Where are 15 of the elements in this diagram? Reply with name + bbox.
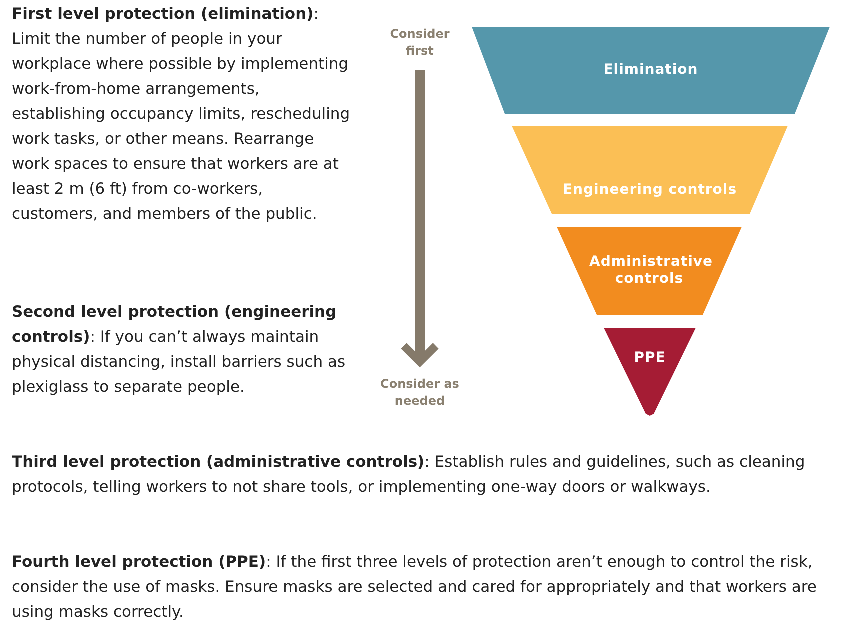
priority-label: Consider first — [384, 26, 456, 62]
pyramid-level — [557, 227, 742, 315]
priority-label: Consider as needed — [378, 376, 462, 412]
arrow — [400, 70, 440, 366]
level-label: PPE — [634, 350, 666, 366]
level-label: Engineering controls — [562, 182, 738, 198]
level-label: Elimination — [604, 62, 698, 79]
paragraph: Fourth level protection (PPE): If the first three levels of protection aren’t enough to control the risk, consider the use of masks. Ensure masks are selected and cared for appropriately and that workers are using masks correctly. — [12, 552, 818, 623]
pyramid-level — [472, 27, 830, 114]
paragraph: Second level protection (engineering controls): If you can’t always maintain physical distancing, install barriers such as plexiglass to separate people. — [12, 302, 347, 398]
level-label: Administrative controls — [590, 254, 710, 288]
pyramid-tip — [604, 328, 696, 416]
paragraph: First level protection (elimination): Limit the number of people in your workplace where possible by implementing work-from-home arrangements, establishing occupancy limits, rescheduling work tasks, or other means. Rearrange work spaces to ensure that workers are at least 2 m (6 ft) from co-workers, customers, and members of the public. — [12, 4, 352, 225]
pyramid-level — [512, 126, 788, 214]
paragraph: Third level protection (administrative controls): Establish rules and guidelines, such as cleaning protocols, telling workers to not share tools, or implementing one-way doors or walkways. — [12, 452, 806, 498]
